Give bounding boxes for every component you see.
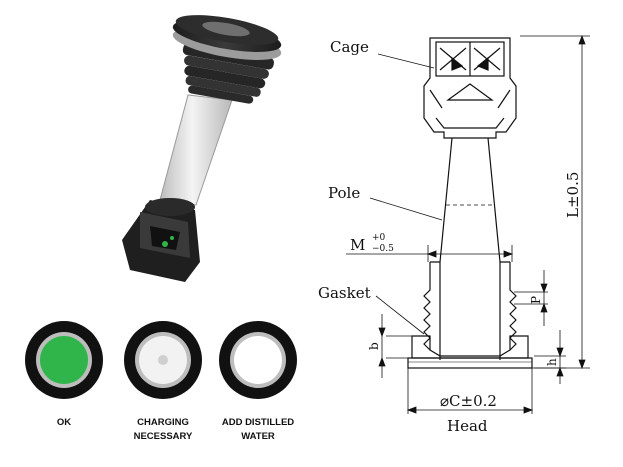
gasket-outline xyxy=(423,262,517,360)
indicator-add-water xyxy=(218,320,298,400)
label-gasket: Gasket xyxy=(318,284,371,302)
cage-outline xyxy=(423,37,517,139)
label-length: L±0.5 xyxy=(564,172,582,218)
label-h: h xyxy=(545,358,559,366)
float-cap xyxy=(172,15,282,60)
indicator-ok-icon xyxy=(25,321,103,399)
indicator-add-water-icon xyxy=(219,321,297,399)
label-b: b xyxy=(367,342,381,350)
indicator-charging-icon xyxy=(124,321,202,399)
float-cage xyxy=(122,198,200,282)
product-illustration xyxy=(122,15,282,282)
head-outline xyxy=(407,335,533,369)
label-m: M xyxy=(350,236,365,254)
label-m-tol-upper: +0 xyxy=(372,233,386,243)
float-tube xyxy=(159,94,233,206)
pole-outline xyxy=(430,137,510,263)
technical-drawing: Cage Pole Gasket M +0 −0.5 L±0.5 P b h ⌀… xyxy=(318,34,590,435)
indicator-add-water-label: ADD DISTILLED WATER xyxy=(221,417,295,442)
indicator-charging-label: CHARGING NECESSARY xyxy=(133,417,193,442)
label-p: P xyxy=(529,296,543,304)
indicator-ok-label: OK xyxy=(56,417,72,428)
indicator-ok xyxy=(24,320,104,400)
label-m-tol-lower: −0.5 xyxy=(372,244,394,254)
label-pole: Pole xyxy=(328,184,360,202)
label-head: Head xyxy=(447,417,488,435)
label-diameter: ⌀C±0.2 xyxy=(440,392,497,410)
indicator-charging xyxy=(123,320,203,400)
label-cage: Cage xyxy=(330,38,369,56)
